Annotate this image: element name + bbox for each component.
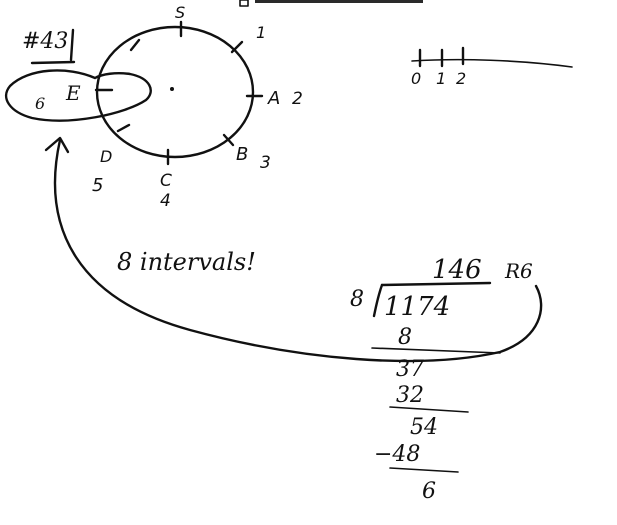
number-line-label-1: 1 <box>436 69 446 88</box>
arrow-head <box>44 136 70 154</box>
tick-upper-left <box>129 38 141 52</box>
division-bracket-side <box>372 283 384 318</box>
number-line-label-2: 2 <box>456 69 466 88</box>
problem-number-bar <box>69 28 75 62</box>
rule-2 <box>389 406 469 413</box>
rule-3 <box>389 467 459 473</box>
toolbar-handle <box>239 0 249 7</box>
circle-diagram: S 1 A 2 B 3 C 4 D 5 E 6 <box>4 3 303 211</box>
label-2: 2 <box>292 89 303 109</box>
label-a: A <box>267 88 280 109</box>
division-bracket-top <box>380 281 492 287</box>
number-line-label-0: 0 <box>411 69 421 88</box>
dividend: 1174 <box>384 292 450 322</box>
step-4: 54 <box>410 415 438 440</box>
long-division: 146 R6 8 1174 8 37 32 54 −48 6 <box>350 255 533 504</box>
label-c: C <box>160 171 172 191</box>
tick-1 <box>230 40 244 54</box>
connecting-curve <box>53 138 543 363</box>
top-toolbar-fragment <box>239 0 423 7</box>
label-1: 1 <box>256 23 266 42</box>
label-b: B <box>236 144 248 165</box>
tick-d <box>116 123 131 133</box>
label-5: 5 <box>92 175 103 196</box>
step-5: −48 <box>374 442 420 467</box>
step-1: 8 <box>398 325 412 350</box>
problem-number: #43 <box>22 28 76 65</box>
e-loop <box>4 69 152 122</box>
rule-1 <box>371 347 501 354</box>
toolbar-bar <box>255 0 423 3</box>
circle-center-dot <box>170 87 174 91</box>
label-s: S <box>175 3 185 22</box>
connecting-arrow <box>44 136 543 363</box>
number-line: 0 1 2 <box>411 46 573 88</box>
divisor: 8 <box>350 287 364 312</box>
result: 6 <box>422 479 436 504</box>
step-2: 37 <box>396 357 424 382</box>
label-e: E <box>65 81 81 105</box>
label-6: 6 <box>35 94 45 113</box>
clock-circle <box>95 25 255 159</box>
intervals-note: 8 intervals! <box>117 248 256 276</box>
number-line-axis <box>411 58 573 68</box>
step-3: 32 <box>396 383 424 408</box>
label-4: 4 <box>160 191 171 211</box>
tick-b <box>222 133 235 147</box>
quotient: 146 <box>432 255 482 285</box>
remainder-label: R6 <box>504 259 533 283</box>
label-3: 3 <box>260 153 271 173</box>
problem-number-underline <box>30 60 76 65</box>
problem-number-label: #43 <box>22 29 68 54</box>
label-d: D <box>100 147 112 166</box>
